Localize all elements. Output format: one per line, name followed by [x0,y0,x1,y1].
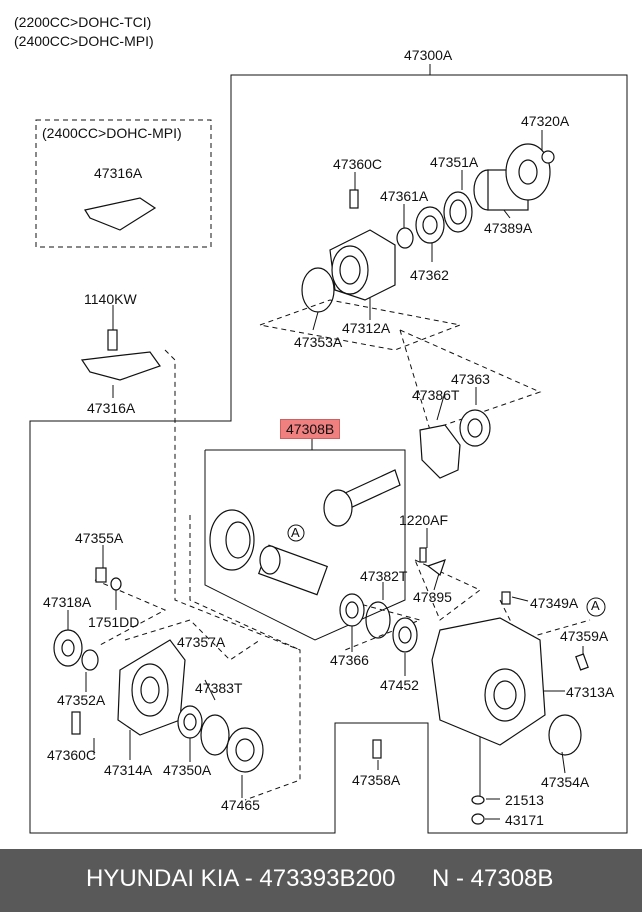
bolt-47355a-part [95,567,107,583]
nut-43171-part [471,813,485,825]
ring-1751dd-part [110,577,122,591]
part-label-47383t[interactable]: 47383T [195,680,243,696]
footer-reference-number: N - 47308B [432,865,554,892]
part-label-47360c[interactable]: 47360C [333,156,383,172]
part-label-47313a[interactable]: 47313A [566,684,615,700]
bracket-47316a-part [80,351,161,381]
pin-47359a-part [575,653,589,671]
part-label-47351a[interactable]: 47351A [430,154,479,170]
bearing-47465-part [226,727,264,773]
part-label-47465[interactable]: 47465 [221,797,260,813]
part-label-1751dd[interactable]: 1751DD [88,614,140,630]
housing-47312a-part [329,229,396,301]
bolt-1220af-part [419,547,427,563]
part-label-47350a[interactable]: 47350A [163,762,212,778]
flange-47389a-part [473,143,551,211]
footer-bar: HYUNDAI KIA - 473393B200 N - 47308B [0,849,642,912]
clip-47395-part [426,559,446,576]
seal-47366-part [339,593,365,627]
part-label-47300a[interactable]: 47300A [404,47,453,63]
inset-frame [35,119,212,248]
part-label-47366[interactable]: 47366 [330,652,369,668]
part-label-47363[interactable]: 47363 [451,371,490,387]
washer-21513-part [471,795,485,805]
oring-47354a-part [548,714,582,756]
part-label-47359a[interactable]: 47359A [560,628,609,644]
bolt-47360c-part [349,189,359,209]
part-label-47355a[interactable]: 47355A [75,530,124,546]
seal-47318a-part [53,629,83,667]
bracket-47316a-inset-part [84,197,157,231]
part-label-1220af[interactable]: 1220AF [399,512,449,528]
output-shaft-part [257,544,329,596]
part-label-47353a[interactable]: 47353A [294,334,343,350]
bearing-47363-part [459,409,491,447]
part-label-47316a[interactable]: 47316A [87,400,136,416]
nut-47320a-part [541,150,555,164]
diagram-drawing [29,64,628,834]
cover-47314a-part [117,639,186,736]
part-label-21513[interactable]: 21513 [505,792,544,808]
part-label-47314a[interactable]: 47314A [104,762,153,778]
highlighted-part-label-47308b[interactable]: 47308B [280,419,341,439]
bolt-1140kw-part [107,329,118,351]
part-label-47352a[interactable]: 47352A [57,692,106,708]
part-label-47358a[interactable]: 47358A [352,772,401,788]
pinion-shaft-part [323,469,401,527]
gasket-47386t-part [419,424,461,479]
part-label-47312a[interactable]: 47312A [342,320,391,336]
ring-47352a-part [81,649,99,671]
plug-47349a-part [501,591,511,605]
seal-47351a-part [443,191,473,233]
part-label-43171[interactable]: 43171 [505,812,544,828]
bolt-47358a-part [372,739,382,759]
ref-circle-a-upper [287,524,305,542]
ref-label-a-lower: A [591,598,600,613]
ring-gear-part [209,509,255,571]
part-label-47361a[interactable]: 47361A [380,188,429,204]
engine-spec-line-2: (2400CC>DOHC-MPI) [14,33,154,49]
oring-47382t-part [365,601,391,639]
case-47313a-part [431,617,546,746]
part-label-47362[interactable]: 47362 [410,267,449,283]
bearing-47362-part [415,206,445,244]
ref-label-a-upper: A [291,525,300,540]
part-label-47357a[interactable]: 47357A [177,634,226,650]
seal-47350a-part [177,705,203,739]
inset-engine-spec: (2400CC>DOHC-MPI) [42,125,182,141]
part-label-47318a[interactable]: 47318A [43,594,92,610]
part-label-47452[interactable]: 47452 [380,677,419,693]
footer-brand-part-number: HYUNDAI KIA - 473393B200 [86,865,396,892]
ref-circle-a-lower [586,597,606,617]
bearing-47452-part [392,617,418,653]
part-label-47349a[interactable]: 47349A [530,595,579,611]
oring-47383t-part [200,714,230,756]
engine-spec-line-1: (2200CC>DOHC-TCI) [14,14,152,30]
part-label-47320a[interactable]: 47320A [521,113,570,129]
part-label-47395[interactable]: 47395 [413,589,452,605]
part-label-47382t[interactable]: 47382T [360,568,408,584]
bolt-47360c-lower-part [71,711,81,735]
part-label-47386t[interactable]: 47386T [412,387,460,403]
part-label-47354a[interactable]: 47354A [541,774,590,790]
oring-47353a-part [301,267,335,313]
part-label-47316a-inset[interactable]: 47316A [94,165,143,181]
part-label-47360c-lower[interactable]: 47360C [47,747,97,763]
part-label-1140kw[interactable]: 1140KW [84,291,137,307]
spacer-47361a-part [396,227,414,249]
part-label-47389a[interactable]: 47389A [484,220,533,236]
assembly-frame [29,64,628,834]
